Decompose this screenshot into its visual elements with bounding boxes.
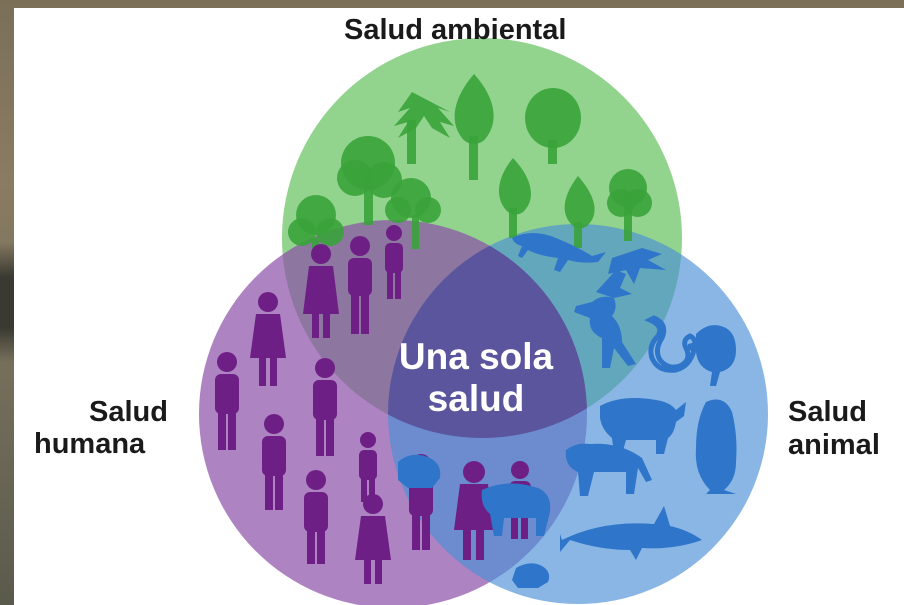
tree-icon <box>525 88 581 164</box>
person-icon <box>359 432 377 502</box>
center-label-line1: Una sola <box>398 336 554 377</box>
tree-icon <box>337 136 402 225</box>
tree-icon <box>498 158 532 238</box>
human-label-2: humana <box>34 428 145 461</box>
person-icon <box>385 225 403 299</box>
human-label: Salud <box>78 396 168 429</box>
person-icon <box>304 470 328 564</box>
center-label: Una sola salud <box>356 336 596 420</box>
penguin-icon <box>695 399 737 494</box>
person-icon <box>303 244 339 338</box>
human-label-line2: humana <box>34 428 146 460</box>
snake-icon <box>644 315 698 373</box>
person-icon <box>262 414 286 510</box>
bear-icon <box>481 483 551 536</box>
turtle2-icon <box>512 563 550 588</box>
animal-icons <box>398 233 737 588</box>
animal-label: Salud animal <box>788 396 880 462</box>
monkey-icon <box>574 296 636 368</box>
tree-icon <box>607 169 652 241</box>
tree-icon <box>385 178 441 249</box>
person-icon <box>215 352 239 450</box>
person-icon <box>355 494 391 584</box>
rhino-icon <box>600 398 686 454</box>
person-icon <box>348 236 372 334</box>
turtle-icon <box>398 454 441 488</box>
environment-label: Salud ambiental <box>344 14 567 46</box>
shark-icon <box>560 506 702 560</box>
person-icon <box>313 358 337 456</box>
bird2-icon <box>596 270 632 298</box>
tree-icons <box>288 74 652 258</box>
tree-icon <box>564 176 595 248</box>
center-label-line2: salud <box>427 378 525 419</box>
palm-tree-icon <box>394 92 454 164</box>
animal-label-line2: animal <box>788 429 880 461</box>
person-icon <box>250 292 286 386</box>
animal-label-line1: Salud <box>788 396 867 428</box>
tiger-icon <box>565 443 652 496</box>
rat-icon <box>688 325 736 386</box>
tree-icon <box>454 74 494 180</box>
tree-icon <box>288 195 344 258</box>
human-label-line1: Salud <box>89 396 168 428</box>
otter-icon <box>512 233 606 272</box>
bird-icon <box>608 248 666 284</box>
